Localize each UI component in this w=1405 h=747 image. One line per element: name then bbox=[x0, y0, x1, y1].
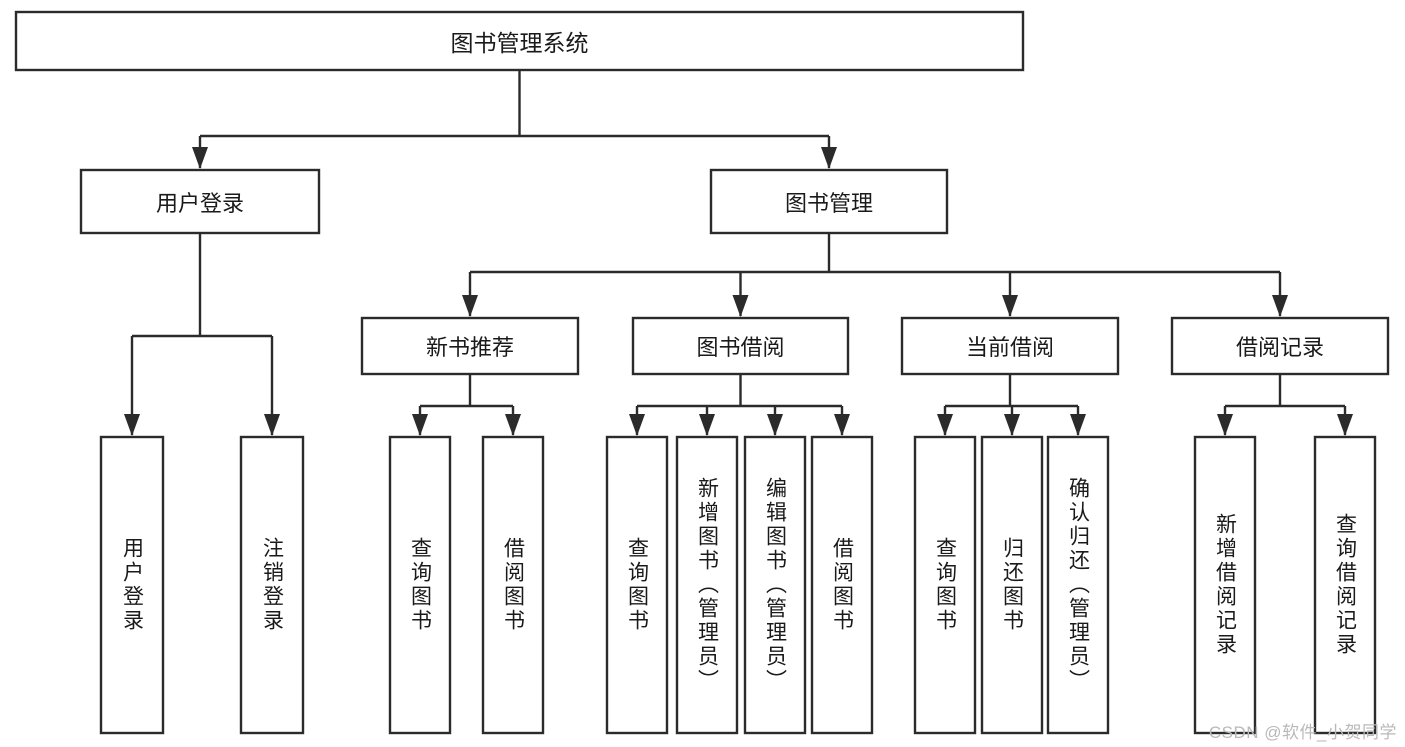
arrow-head-icon bbox=[462, 295, 478, 317]
leaf-node-box-9[interactable] bbox=[980, 435, 1044, 735]
leaf-node-box-11[interactable] bbox=[1193, 435, 1257, 735]
leaf-node-1[interactable] bbox=[241, 437, 303, 733]
leaf-node-box-6[interactable] bbox=[743, 435, 807, 735]
leaf-node-box-12[interactable] bbox=[1313, 435, 1377, 735]
arrow-head-icon bbox=[937, 414, 953, 436]
level3-node-box-0[interactable] bbox=[360, 316, 580, 376]
arrow-head-icon bbox=[821, 147, 837, 169]
level2-node-0[interactable] bbox=[81, 170, 319, 233]
arrow-head-icon bbox=[264, 414, 280, 436]
leaf-node-box-5[interactable] bbox=[675, 435, 739, 735]
level2-node-box-0[interactable] bbox=[79, 168, 321, 235]
leaf-node-5[interactable] bbox=[677, 437, 737, 733]
connector-layer bbox=[124, 70, 1353, 436]
arrow-head-icon bbox=[732, 295, 749, 317]
leaf-node-box-4[interactable] bbox=[605, 435, 669, 735]
level3-node-box-1[interactable] bbox=[631, 316, 850, 376]
leaf-node-7[interactable] bbox=[812, 437, 872, 733]
root-node[interactable] bbox=[16, 12, 1023, 70]
level3-node-2[interactable] bbox=[902, 318, 1118, 374]
arrow-head-icon bbox=[192, 147, 208, 169]
leaf-node-2[interactable] bbox=[390, 437, 450, 733]
leaf-node-3[interactable] bbox=[483, 437, 543, 733]
level3-node-box-3[interactable] bbox=[1170, 316, 1390, 376]
level3-node-1[interactable] bbox=[633, 318, 848, 374]
arrow-head-icon bbox=[1272, 295, 1288, 317]
arrow-head-icon bbox=[1217, 414, 1233, 436]
leaf-node-9[interactable] bbox=[982, 437, 1042, 733]
arrow-head-icon bbox=[1070, 414, 1086, 436]
arrow-head-icon bbox=[699, 414, 715, 436]
leaf-node-box-10[interactable] bbox=[1046, 435, 1110, 735]
arrow-head-icon bbox=[412, 414, 428, 436]
arrow-head-icon bbox=[505, 414, 521, 436]
leaf-node-8[interactable] bbox=[915, 437, 975, 733]
leaf-node-6[interactable] bbox=[745, 437, 805, 733]
leaf-node-box-3[interactable] bbox=[481, 435, 545, 735]
arrow-head-icon bbox=[767, 414, 783, 436]
leaf-node-12[interactable] bbox=[1315, 437, 1375, 733]
arrow-head-icon bbox=[834, 414, 850, 436]
leaf-node-11[interactable] bbox=[1195, 437, 1255, 733]
arrow-head-icon bbox=[1004, 414, 1020, 436]
leaf-node-0[interactable] bbox=[101, 437, 163, 733]
leaf-node-box-1[interactable] bbox=[239, 435, 305, 735]
leaf-node-4[interactable] bbox=[607, 437, 667, 733]
level3-node-0[interactable] bbox=[362, 318, 578, 374]
arrow-head-icon bbox=[1337, 414, 1353, 436]
level3-node-3[interactable] bbox=[1172, 318, 1388, 374]
level2-node-1[interactable] bbox=[711, 170, 947, 233]
leaf-node-box-8[interactable] bbox=[913, 435, 977, 735]
arrow-head-icon bbox=[629, 414, 645, 436]
leaf-node-10[interactable] bbox=[1048, 437, 1108, 733]
root-node-box[interactable] bbox=[14, 10, 1025, 72]
node-box-layer bbox=[14, 10, 1390, 735]
level2-node-box-1[interactable] bbox=[709, 168, 949, 235]
watermark-text: CSDN @软件_小贺同学 bbox=[1208, 723, 1397, 742]
leaf-node-box-0[interactable] bbox=[99, 435, 165, 735]
level3-node-box-2[interactable] bbox=[900, 316, 1120, 376]
arrow-head-icon bbox=[1002, 295, 1018, 317]
arrow-head-icon bbox=[124, 414, 140, 436]
leaf-node-box-7[interactable] bbox=[810, 435, 874, 735]
leaf-node-box-2[interactable] bbox=[388, 435, 452, 735]
